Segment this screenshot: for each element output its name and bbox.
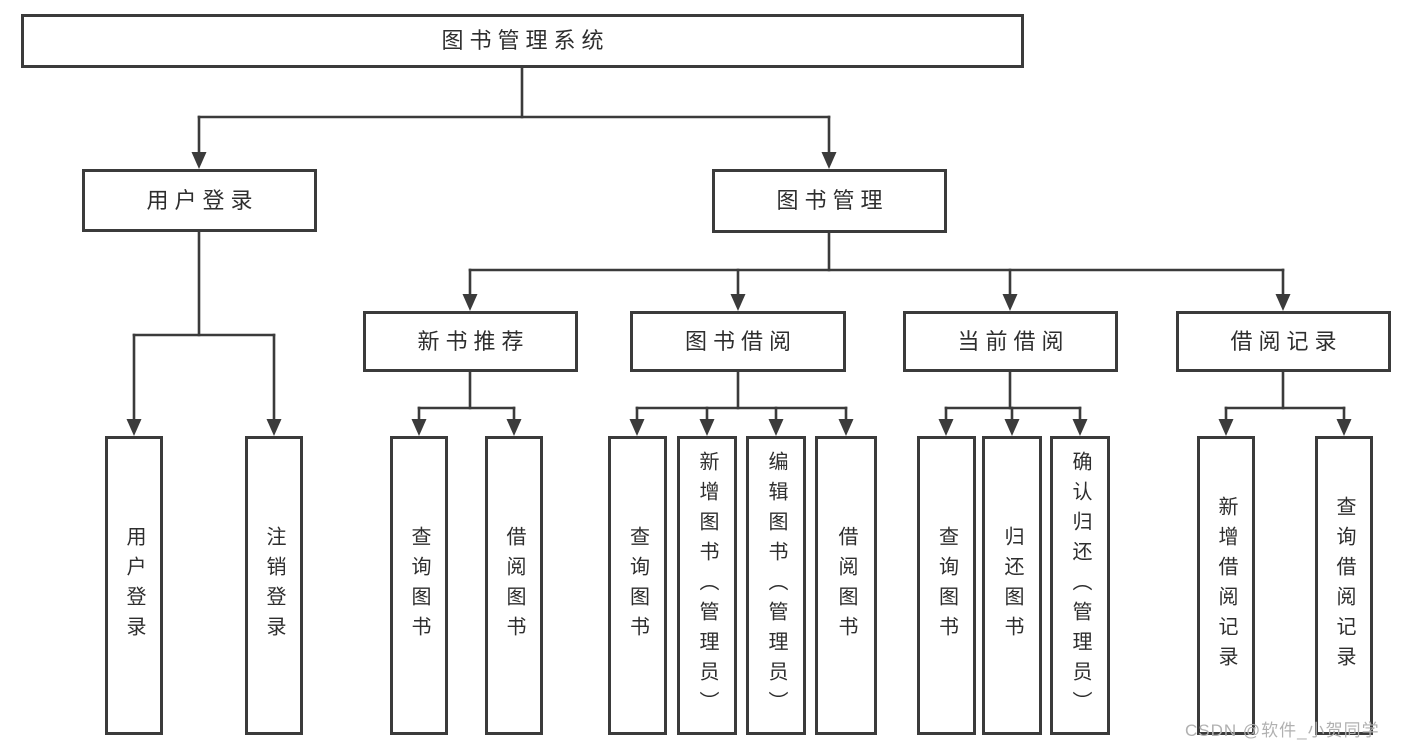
node-book-management: 图书管理 — [712, 169, 947, 233]
leaf-recommend-query-book-label: 查询图书 — [408, 525, 430, 646]
leaf-current-query-book: 查询图书 — [917, 436, 976, 735]
leaf-recommend-query-book: 查询图书 — [390, 436, 448, 735]
node-root-system: 图书管理系统 — [21, 14, 1024, 68]
leaf-current-confirm-return-label: 确认归还（管理员） — [1069, 450, 1091, 721]
leaf-recommend-borrow-book: 借阅图书 — [485, 436, 543, 735]
leaf-borrow-add-book: 新增图书（管理员） — [677, 436, 737, 735]
leaf-logout: 注销登录 — [245, 436, 303, 735]
leaf-borrow-edit-book: 编辑图书（管理员） — [746, 436, 806, 735]
leaf-borrow-add-book-label: 新增图书（管理员） — [696, 450, 718, 721]
node-borrow-record-label: 借阅记录 — [1230, 328, 1343, 354]
leaf-borrow-query-book-label: 查询图书 — [626, 525, 649, 646]
leaf-record-query-label: 查询借阅记录 — [1333, 495, 1355, 676]
leaf-recommend-borrow-book-label: 借阅图书 — [503, 525, 525, 646]
leaf-record-add: 新增借阅记录 — [1197, 436, 1255, 735]
leaf-current-return-book: 归还图书 — [982, 436, 1042, 735]
node-borrow-record: 借阅记录 — [1176, 311, 1391, 372]
node-book-borrow: 图书借阅 — [630, 311, 846, 372]
csdn-watermark: CSDN @软件_小贺同学 — [1185, 721, 1380, 740]
node-root-system-label: 图书管理系统 — [441, 28, 610, 53]
leaf-user-login-label: 用户登录 — [123, 525, 145, 646]
leaf-borrow-query-book: 查询图书 — [608, 436, 667, 735]
leaf-logout-label: 注销登录 — [263, 525, 285, 646]
node-user-login: 用户登录 — [82, 169, 317, 232]
node-book-management-label: 图书管理 — [776, 188, 889, 213]
leaf-current-query-book-label: 查询图书 — [935, 525, 958, 646]
node-new-book-recommend-label: 新书推荐 — [417, 328, 530, 354]
leaf-record-add-label: 新增借阅记录 — [1215, 495, 1237, 676]
node-book-borrow-label: 图书借阅 — [684, 328, 797, 354]
node-new-book-recommend: 新书推荐 — [363, 311, 578, 372]
leaf-current-confirm-return: 确认归还（管理员） — [1050, 436, 1110, 735]
node-current-borrow-label: 当前借阅 — [957, 328, 1070, 354]
node-current-borrow: 当前借阅 — [903, 311, 1118, 372]
leaf-current-return-book-label: 归还图书 — [1001, 525, 1023, 646]
leaf-record-query: 查询借阅记录 — [1315, 436, 1373, 735]
leaf-borrow-edit-book-label: 编辑图书（管理员） — [765, 450, 787, 721]
leaf-borrow-borrow-book: 借阅图书 — [815, 436, 877, 735]
leaf-user-login: 用户登录 — [105, 436, 163, 735]
leaf-borrow-borrow-book-label: 借阅图书 — [835, 525, 857, 646]
node-user-login-label: 用户登录 — [146, 187, 259, 213]
